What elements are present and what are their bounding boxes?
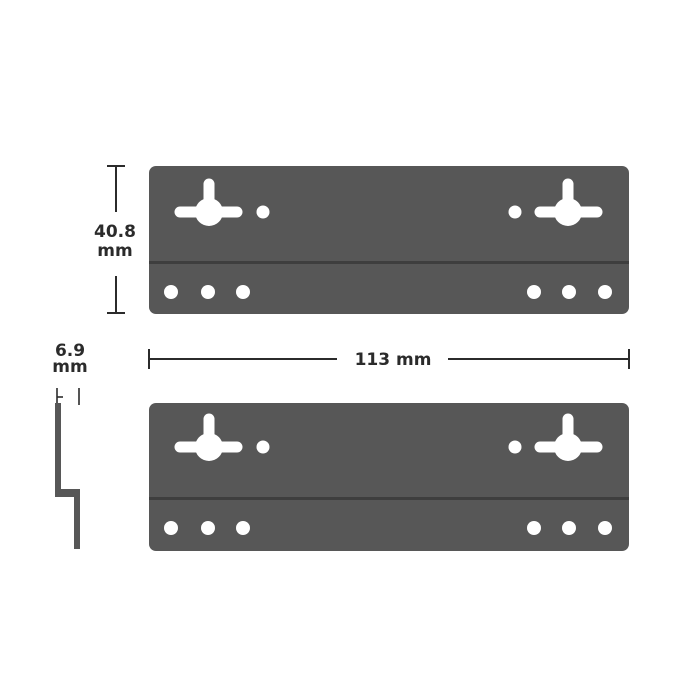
width-dimension [148, 349, 630, 369]
plate-fold-line [149, 261, 629, 264]
mounting-hole [201, 285, 215, 299]
width-label: 113 mm [355, 350, 432, 370]
bracket-plate-top [149, 166, 629, 314]
mounting-hole [236, 285, 250, 299]
mounting-hole [562, 521, 576, 535]
mounting-hole [598, 285, 612, 299]
mounting-hole [256, 205, 270, 219]
mounting-hole [527, 521, 541, 535]
plate-body [149, 403, 629, 551]
mounting-hole [598, 521, 612, 535]
mounting-hole [527, 285, 541, 299]
keyhole-slot-left [174, 413, 243, 461]
mounting-hole [164, 285, 178, 299]
depth-dimension [56, 388, 80, 405]
bracket-plate-bottom [149, 403, 629, 551]
mounting-hole [201, 521, 215, 535]
keyhole-slot-right [534, 178, 603, 226]
plate-fold-line [149, 497, 629, 500]
depth-unit-label: mm [52, 357, 87, 377]
height-unit-label: mm [97, 241, 132, 261]
mounting-hole [236, 521, 250, 535]
mounting-hole [508, 440, 522, 454]
mounting-hole [164, 521, 178, 535]
keyhole-slot-left [174, 178, 243, 226]
mounting-hole [256, 440, 270, 454]
height-dimension [107, 165, 125, 314]
mounting-hole [562, 285, 576, 299]
height-value-label: 40.8 [94, 222, 136, 242]
bracket-side-profile [55, 403, 80, 549]
keyhole-slot-right [534, 413, 603, 461]
mounting-hole [508, 205, 522, 219]
depth-value-label: 6.9 [55, 341, 85, 361]
plate-body [149, 166, 629, 314]
